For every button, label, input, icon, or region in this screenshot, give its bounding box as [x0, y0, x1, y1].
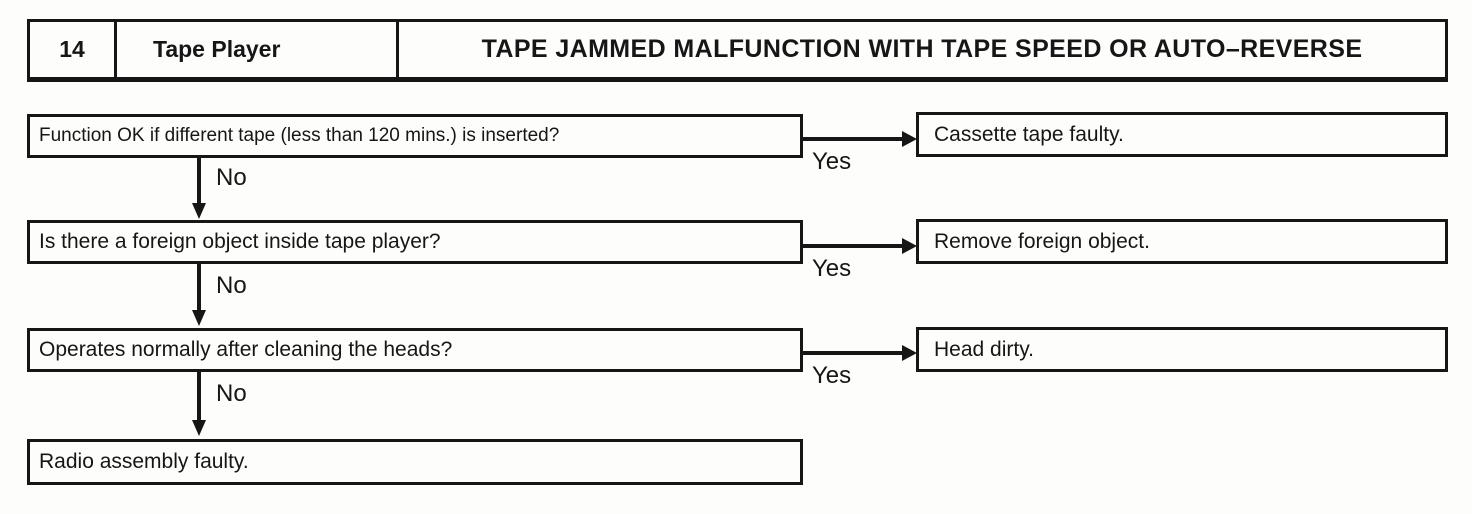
final-result-box: Radio assembly faulty.: [27, 439, 803, 485]
yes-label: Yes: [812, 148, 852, 175]
right-arrow-icon: [803, 345, 917, 361]
question-text: Operates normally after cleaning the hea…: [39, 338, 453, 361]
yes-label: Yes: [812, 255, 852, 282]
right-arrow-icon: [803, 131, 917, 147]
question-text: Is there a foreign object inside tape pl…: [39, 230, 441, 253]
down-arrow-icon: [192, 264, 206, 326]
question-box-1: Function OK if different tape (less than…: [27, 114, 803, 158]
section-number: 14: [59, 36, 85, 62]
result-box-2: Remove foreign object.: [916, 219, 1448, 264]
question-box-3: Operates normally after cleaning the hea…: [27, 328, 803, 372]
final-result-text: Radio assembly faulty.: [39, 450, 249, 473]
no-label: No: [216, 380, 247, 407]
component-name: Tape Player: [114, 22, 396, 77]
right-arrow-icon: [803, 238, 917, 254]
malfunction-title: TAPE JAMMED MALFUNCTION WITH TAPE SPEED …: [396, 22, 1445, 77]
down-arrow-icon: [192, 158, 206, 219]
no-label: No: [216, 272, 247, 299]
header-table: 14 Tape Player TAPE JAMMED MALFUNCTION W…: [27, 19, 1448, 82]
question-text: Function OK if different tape (less than…: [39, 125, 560, 146]
result-text: Cassette tape faulty.: [934, 122, 1124, 146]
no-label: No: [216, 164, 247, 191]
yes-label: Yes: [812, 362, 852, 389]
result-text: Remove foreign object.: [934, 229, 1150, 253]
result-text: Head dirty.: [934, 337, 1034, 361]
result-box-3: Head dirty.: [916, 327, 1448, 372]
down-arrow-icon: [192, 372, 206, 436]
question-box-2: Is there a foreign object inside tape pl…: [27, 220, 803, 264]
result-box-1: Cassette tape faulty.: [916, 112, 1448, 157]
